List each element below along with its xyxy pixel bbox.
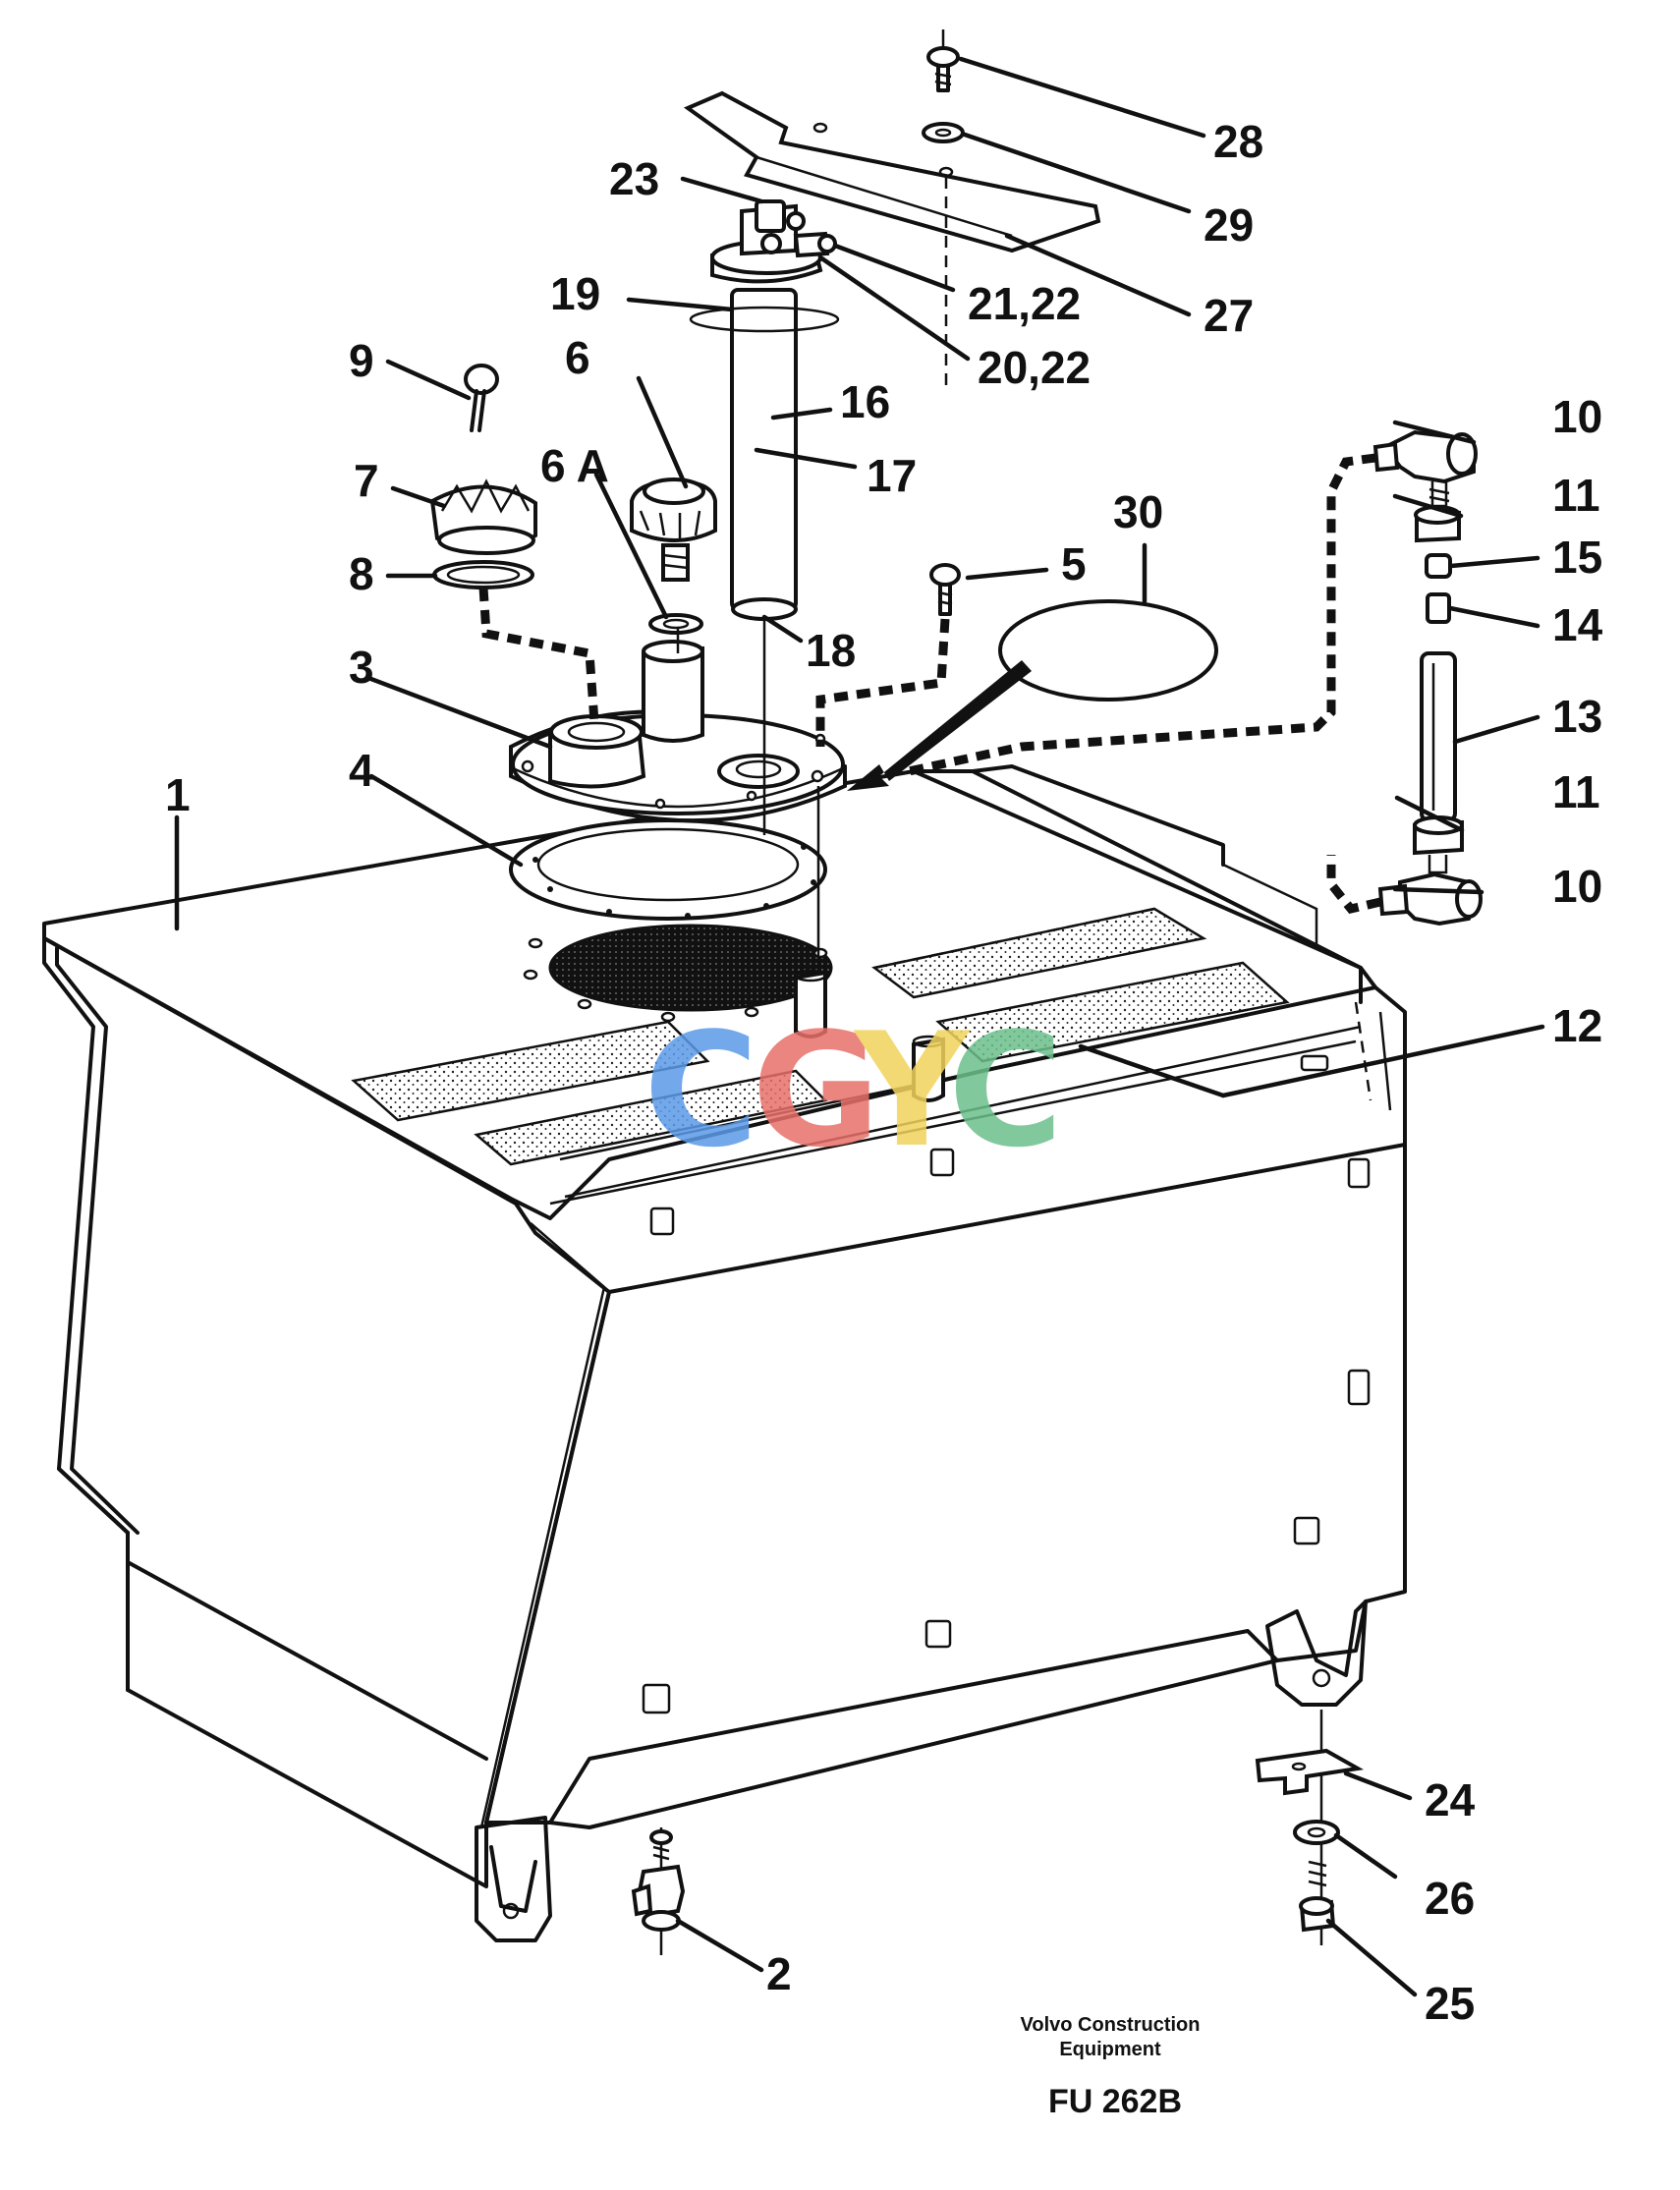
maker-line-2: Equipment xyxy=(1059,2039,1161,2060)
label-p27: 27 xyxy=(1204,290,1254,341)
label-p3: 3 xyxy=(349,642,374,693)
watermark-letter-y: Y xyxy=(853,998,971,1182)
cover-strip-assembly xyxy=(683,29,1101,393)
watermark-letter-c2: C xyxy=(948,998,1063,1182)
label-p11b: 11 xyxy=(1552,766,1600,817)
label-p24: 24 xyxy=(1425,1774,1476,1825)
reservoir-callout-ellipse xyxy=(998,599,1218,702)
label-p14: 14 xyxy=(1552,599,1603,650)
label-p8: 8 xyxy=(349,548,374,599)
label-p18: 18 xyxy=(806,625,856,676)
label-p29: 29 xyxy=(1204,199,1254,251)
mounting-hardware xyxy=(1255,1710,1365,1945)
label-p10b: 10 xyxy=(1552,861,1602,912)
label-p6a: 6 A xyxy=(540,440,609,491)
label-p26: 26 xyxy=(1425,1873,1475,1924)
label-p23: 23 xyxy=(609,153,659,204)
label-p15: 15 xyxy=(1552,532,1602,583)
gasket-and-cover xyxy=(509,640,847,921)
label-p13: 13 xyxy=(1552,691,1602,742)
label-p2022: 20,22 xyxy=(978,342,1091,393)
label-p2122: 21,22 xyxy=(968,278,1081,329)
weld-tabs xyxy=(642,1054,1371,1714)
label-p28: 28 xyxy=(1213,116,1263,167)
drain-valve xyxy=(631,1827,686,1955)
label-p11a: 11 xyxy=(1552,470,1600,521)
label-p25: 25 xyxy=(1425,1978,1475,2029)
label-p2: 2 xyxy=(766,1948,792,1999)
breather-assembly xyxy=(630,477,717,635)
reservoir-callout-arrow xyxy=(847,660,1032,791)
leader-lines xyxy=(174,56,1545,1997)
label-p30: 30 xyxy=(1113,486,1163,537)
label-p5: 5 xyxy=(1061,538,1087,590)
tank-opening xyxy=(548,924,833,1012)
part-labels: 1 2 3 4 5 6 6 A 7 8 9 10 10 11 11 12 13 … xyxy=(165,116,1603,2029)
label-p4: 4 xyxy=(349,745,374,796)
hydraulic-tank xyxy=(42,764,1407,1942)
assembly-lines xyxy=(478,587,950,968)
watermark-letter-g: G xyxy=(752,998,880,1182)
filler-cap-assembly xyxy=(429,364,537,590)
label-p9: 9 xyxy=(349,335,374,386)
label-p7: 7 xyxy=(354,455,379,506)
label-p10a: 10 xyxy=(1552,391,1602,442)
label-p12: 12 xyxy=(1552,1000,1602,1051)
watermark-letter-c1: C xyxy=(644,998,758,1182)
label-p19: 19 xyxy=(550,268,600,319)
watermark-logo: C G Y C xyxy=(644,998,1063,1182)
label-p16: 16 xyxy=(840,376,890,427)
maker-line-1: Volvo Construction xyxy=(1021,2014,1201,2036)
label-p17: 17 xyxy=(867,450,917,501)
label-p6: 6 xyxy=(565,332,590,383)
label-p1: 1 xyxy=(165,769,191,820)
figure-code: FU 262B xyxy=(1048,2083,1182,2120)
drawing-caption: Volvo Construction Equipment FU 262B xyxy=(1021,2014,1201,2120)
screw xyxy=(929,563,961,616)
sight-glass-assembly xyxy=(908,429,1483,927)
